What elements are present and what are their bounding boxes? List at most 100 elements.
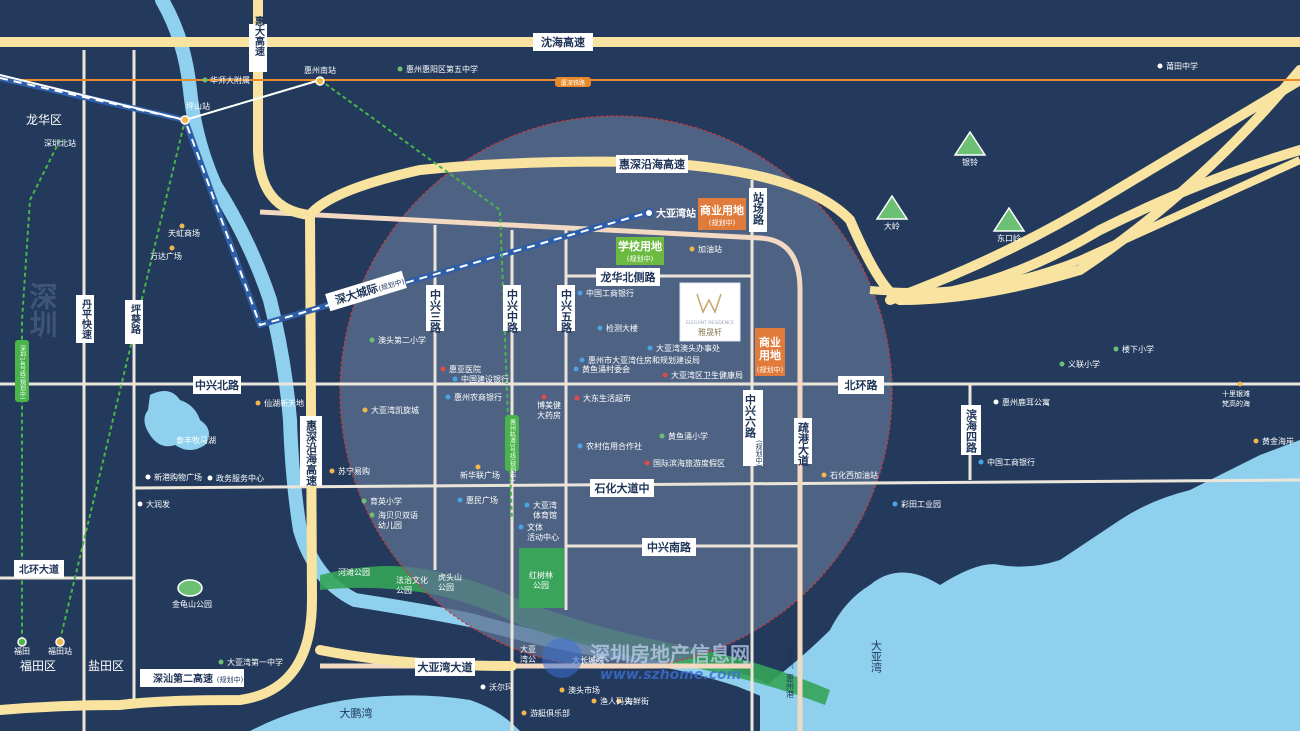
dapeng-bay-water [250, 695, 520, 731]
watermark-cn: 深圳房地产信息网 [590, 642, 750, 666]
poi-label: 天虹商场 [168, 228, 200, 238]
poi-label: 黄鱼涌村委会 [582, 364, 630, 374]
poi-label: 游艇俱乐部 [530, 708, 570, 718]
poi-label: 大亚湾区卫生健康局 [671, 370, 743, 380]
poi-dots [137, 63, 1259, 716]
huizhou-metro1-tag [505, 415, 519, 471]
label-beihuan-avenue: 北环大道 [19, 563, 59, 576]
mangrove-park-block [519, 548, 564, 608]
label-zhanchang-rd: 站场路 [752, 191, 765, 226]
label-shenshan-2nd-highway: 深汕第二高速 [153, 672, 213, 685]
mountains [875, 130, 1026, 232]
label-futian-district: 福田区 [20, 658, 56, 673]
poi-label: 仙湖新天地 [264, 398, 304, 408]
poi-label: 虎头山公园 [438, 572, 462, 592]
poi-label: 政务服务中心 [216, 473, 264, 483]
poi-label: 澳头市场 [568, 685, 600, 695]
poi-label: 大东生活超市 [583, 393, 631, 403]
poi-label: 惠州农商银行 [454, 392, 502, 402]
poi-label: 大长城院 [572, 655, 604, 665]
poi-label: 大亚湾公 [520, 644, 536, 664]
right-coastal-highway [869, 156, 1300, 296]
pingshan-station-icon [180, 115, 190, 125]
daya-bay-water [760, 440, 1300, 731]
poi-label: 大亚湾第一中学 [227, 657, 283, 667]
label-huizhou-metro1: 惠州轨道1号线(规划中) [509, 418, 516, 481]
label-commercial-zone-2: 商业用地 [759, 335, 781, 362]
poi-label: 石化西加油站 [830, 470, 878, 480]
poi-label: 大亚湾体育馆 [533, 500, 557, 520]
poi-label: 加油站 [698, 244, 722, 254]
poi-label: 苏宁易购 [338, 466, 370, 476]
futian-station-icon [55, 637, 65, 647]
label-commercial-zone-1: 商业用地 [700, 203, 744, 217]
label-huida-highway: 惠大高速 [253, 15, 265, 57]
poi-label: 博美健大药房 [537, 400, 561, 420]
poi-label: 育英小学 [370, 496, 402, 506]
label-daya-bay: 大亚湾 [870, 639, 883, 674]
label-rail-badge: 厦深铁路 [561, 79, 585, 87]
taifeng-lake-water [144, 391, 209, 450]
mountain-icon [992, 206, 1026, 232]
poi-label: 国际滨海旅游度假区 [653, 458, 725, 468]
label-dayawan-station: 大亚湾站 [656, 207, 696, 220]
commercial-zone-1 [698, 198, 746, 230]
poi-label: 文体活动中心 [527, 522, 559, 542]
huizhou-south-station-icon [315, 76, 325, 86]
label-shenzhen-large: 深圳 [26, 282, 59, 338]
main-avenues [259, 209, 803, 731]
mountain-icon [875, 194, 909, 220]
poi-label: 大亚湾澳头办事处 [656, 343, 720, 353]
poi-label: 大润发 [146, 499, 170, 509]
label-zhongxing-south-rd: 中兴南路 [647, 540, 692, 554]
label-mountain-yinling: 银铃 [962, 157, 978, 167]
poi-label: 海鲜街 [625, 696, 649, 706]
poi-label: 农村信用合作社 [586, 441, 642, 451]
poi-label: 华师大附属 [210, 75, 250, 85]
project-logo-box [679, 282, 741, 342]
poi-label: 法治文化公园 [396, 575, 428, 595]
poi-label: 澳头第二小学 [378, 335, 426, 345]
label-shenhai-highway: 沈海高速 [541, 35, 585, 49]
label-huishen-coastal-highway-v: 惠深沿海高速 [305, 419, 318, 487]
label-pingkui-rd: 坪葵路 [129, 303, 141, 335]
station-markers [17, 76, 654, 647]
poi-label: 检测大楼 [606, 323, 638, 333]
poi-label: 莆田中学 [1166, 61, 1198, 71]
label-huishen-coastal-highway: 惠深沿海高速 [619, 157, 685, 171]
label-dapeng-bay: 大鹏湾 [340, 706, 373, 720]
label-metro14: 深圳14号线(规划中) [19, 344, 26, 399]
label-shenshan-2nd-note: (规划中) [217, 675, 244, 684]
label-shenzhen-north-station: 深圳北站 [44, 138, 76, 148]
jingui-hill [177, 579, 203, 597]
label-project-name: 雅晟轩 [698, 327, 722, 337]
poi-label: 黄金海岸 [1262, 436, 1294, 446]
label-commercial-zone-1-note: (规划中) [709, 218, 736, 227]
label-commercial-zone-2-note: (规划中) [757, 365, 784, 374]
label-dayawan-avenue: 大亚湾大道 [418, 660, 473, 674]
futian-metro-icon [17, 637, 27, 647]
label-beihuan-rd: 北环路 [845, 378, 879, 392]
label-school-zone: 学校用地 [618, 239, 662, 253]
poi-label: 新港购物广场 [154, 472, 202, 482]
watermark-logo-icon [542, 638, 582, 678]
metro14-tag [15, 340, 29, 402]
label-mountain-daling: 大岭 [884, 221, 900, 231]
road-label-boxes [14, 24, 981, 687]
poi-label: 义联小学 [1068, 359, 1100, 369]
poi-label: 河滩公园 [338, 567, 370, 577]
label-futian-station: 福田站 [48, 646, 72, 656]
commercial-zone-2 [755, 328, 785, 376]
label-zhongxing-6th-rd: 中兴六路 [744, 393, 757, 439]
poi-label: 惠民广场 [466, 495, 498, 505]
label-zhongxing-6th-note: (规划中) [755, 440, 763, 467]
poi-labels: 华师大附属 惠州惠阳区第五中学 莆田中学 天虹商场 万达广场 加油站 中国工商银… [146, 61, 1294, 718]
label-zhongxing-5th-rd: 中兴五路 [560, 288, 573, 334]
poi-label: 中国工商银行 [987, 457, 1035, 467]
rail-badge-box [555, 77, 591, 87]
poi-label: 惠亚医院 [449, 364, 481, 374]
poi-label: 彩田工业园 [901, 499, 941, 509]
project-logo-mark [696, 293, 722, 314]
